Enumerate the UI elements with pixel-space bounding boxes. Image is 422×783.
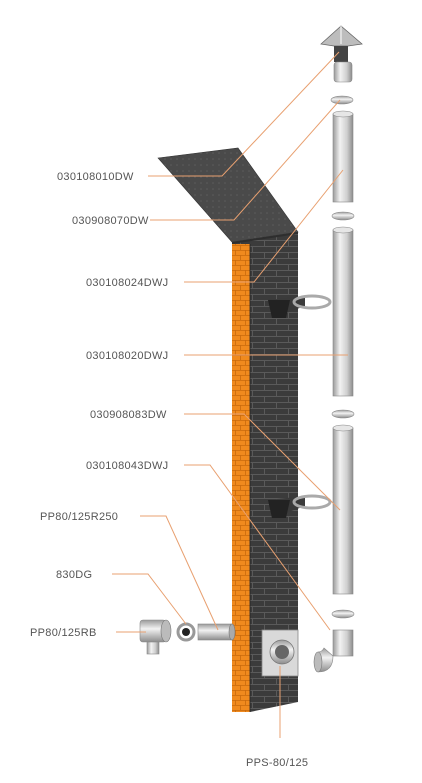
wall-bracket-lower <box>268 494 332 518</box>
label-extension: PP80/125R250 <box>40 511 118 523</box>
wall-pass-plate <box>261 629 299 677</box>
pipe-section-mid <box>332 226 354 397</box>
gasket-ring <box>176 622 196 642</box>
label-pipe-mid: 030108020DWJ <box>86 350 169 362</box>
coupler-ring-1 <box>331 211 355 221</box>
label-wall-pass: PPS-80/125 <box>246 757 308 769</box>
label-cap: 030108010DW <box>57 171 134 183</box>
coupler-ring-3 <box>331 609 355 619</box>
roof-slab <box>157 147 299 248</box>
rain-cap <box>320 25 363 83</box>
pipe-section-low <box>332 424 354 595</box>
coupler-ring-2 <box>331 409 355 419</box>
leader-lines <box>112 51 348 738</box>
label-adapter: 030908070DW <box>72 215 149 227</box>
label-pipe-top: 030108024DWJ <box>86 277 169 289</box>
extension-pipe <box>197 623 236 641</box>
chimney-masonry <box>232 234 298 712</box>
label-gasket: 830DG <box>56 569 92 581</box>
label-boiler-elbow: PP80/125RB <box>30 627 97 639</box>
adapter-ring <box>330 95 354 105</box>
label-coupler: 030908083DW <box>90 409 167 421</box>
wall-bracket-upper <box>268 294 332 318</box>
label-pipe-low: 030108043DWJ <box>86 460 169 472</box>
part-labels: 030108010DW 030908070DW 030108024DWJ 030… <box>30 171 308 769</box>
pipe-section-top <box>332 110 354 203</box>
base-elbow <box>313 629 354 673</box>
boiler-elbow-fitting <box>139 619 172 655</box>
